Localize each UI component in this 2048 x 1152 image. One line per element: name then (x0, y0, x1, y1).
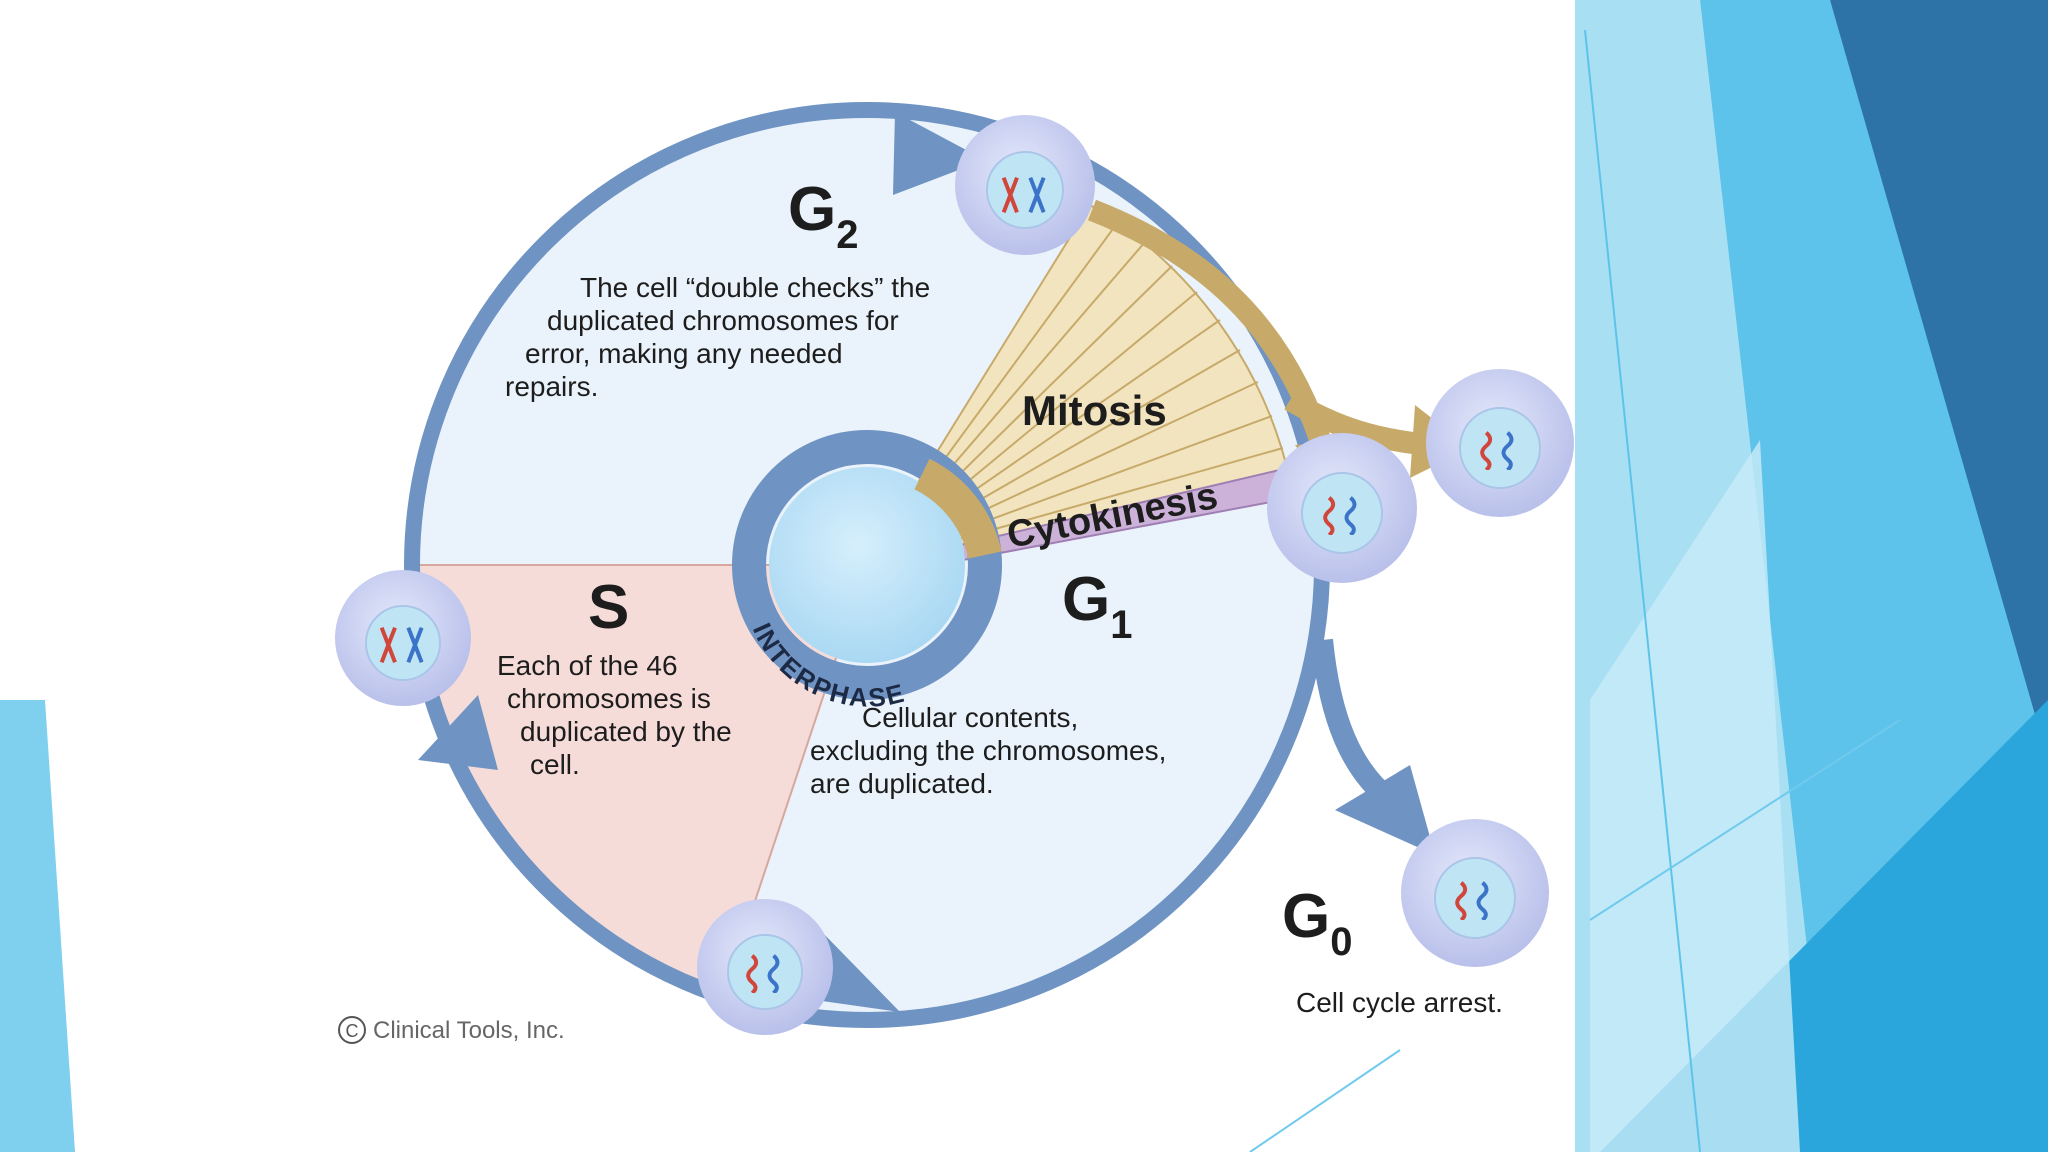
svg-text:Each of the 46: Each of the 46 (497, 650, 678, 681)
g0-arrowhead (1335, 765, 1435, 855)
g2-label: G2 (788, 175, 858, 257)
svg-text:duplicated chromosomes for: duplicated chromosomes for (547, 305, 899, 336)
deco-line (1584, 29, 1701, 1152)
s-label: S (588, 573, 629, 642)
copyright-icon (338, 1016, 366, 1044)
cycle-diagram: INTERPHASE (404, 102, 1470, 1028)
g0-branch-arrow (1311, 638, 1398, 809)
g2-description: The cell “double checks” the duplicated … (505, 272, 930, 402)
g1-label: G1 (1062, 565, 1132, 647)
deco-pale-shard (1590, 440, 1800, 1152)
svg-text:are duplicated.: are duplicated. (810, 768, 994, 799)
svg-text:repairs.: repairs. (505, 371, 598, 402)
g0-description: Cell cycle arrest. (1296, 987, 1503, 1018)
copyright-symbol: C (346, 1021, 359, 1041)
deco-line (1249, 1049, 1401, 1152)
cell-g2 (955, 115, 1095, 255)
svg-text:error, making any needed: error, making any needed (525, 338, 843, 369)
g0-label: G0 (1282, 882, 1352, 964)
svg-text:cell.: cell. (530, 749, 580, 780)
decorative-panel (1249, 0, 2048, 1152)
cell-daughter-2 (1426, 369, 1574, 517)
deco-line (1589, 719, 1901, 921)
ring-arrow-g2 (893, 112, 985, 195)
svg-text:excluding the chromosomes,: excluding the chromosomes, (810, 735, 1166, 766)
mitosis-label: Mitosis (1022, 387, 1167, 434)
deco-dark-shard (1830, 0, 2048, 760)
cell-s (335, 570, 471, 706)
svg-text:Cellular contents,: Cellular contents, (862, 702, 1078, 733)
copyright-notice: C Clinical Tools, Inc. (338, 1016, 565, 1044)
g1-description: Cellular contents, excluding the chromos… (810, 702, 1166, 799)
ring-arrow-s (418, 695, 498, 770)
interphase-mitosis-segment (913, 458, 1002, 560)
cell-g0 (1401, 819, 1549, 967)
deco-left-strip (0, 700, 75, 1152)
cell-g1-start (697, 899, 833, 1035)
interphase-core (769, 467, 965, 663)
interphase-ring (732, 430, 1002, 700)
copyright-text: Clinical Tools, Inc. (373, 1017, 565, 1044)
ring-arrow-g1 (815, 930, 900, 1012)
svg-text:The cell “double checks” the: The cell “double checks” the (580, 272, 930, 303)
s-description: Each of the 46 chromosomes is duplicated… (497, 650, 732, 780)
cell-daughter-1 (1267, 433, 1417, 583)
svg-text:duplicated by the: duplicated by the (520, 716, 732, 747)
svg-text:chromosomes is: chromosomes is (507, 683, 711, 714)
